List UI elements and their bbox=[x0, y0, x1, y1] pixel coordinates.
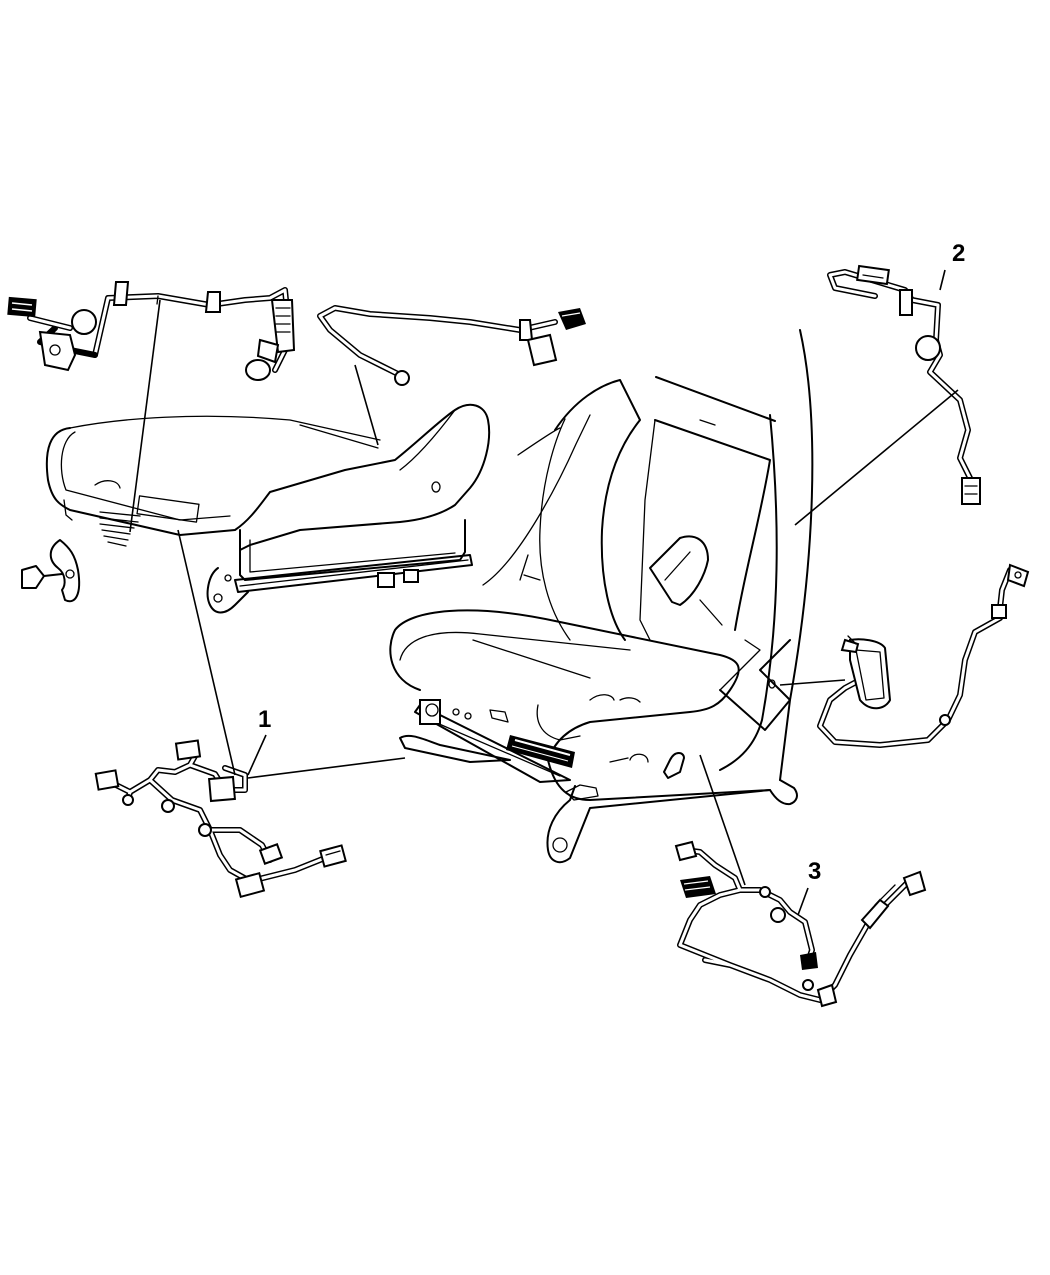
bolt-and-bracket bbox=[21, 499, 81, 603]
warning-label bbox=[99, 511, 141, 547]
right-seat-assembly bbox=[389, 329, 814, 864]
upper-center-harness bbox=[317, 305, 586, 386]
callout-1: 1 bbox=[258, 706, 272, 733]
right-side-harness bbox=[817, 563, 1030, 748]
callout-2: 2 bbox=[952, 240, 966, 267]
left-seat-cushion bbox=[45, 403, 491, 614]
callout-3: 3 bbox=[808, 858, 822, 885]
upper-left-harness bbox=[7, 281, 296, 381]
harness-1 bbox=[94, 739, 347, 899]
harness-2 bbox=[827, 264, 981, 505]
leader-lines bbox=[129, 269, 959, 916]
track-motor bbox=[419, 699, 441, 725]
track-rack bbox=[506, 735, 575, 768]
harness-3 bbox=[674, 840, 927, 1008]
